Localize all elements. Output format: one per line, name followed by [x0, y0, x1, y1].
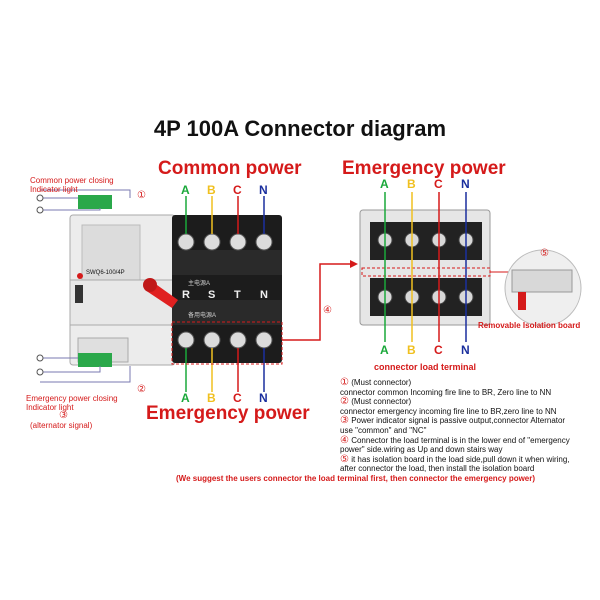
note-row: ② (Must connector)	[340, 396, 412, 408]
emergency-indicator-terminal	[78, 353, 112, 367]
phase-c-label-bottom: C	[233, 391, 242, 405]
footer-note: (We suggest the users connector the load…	[176, 474, 536, 483]
instruction-notes: ① (Must connector) connector common Inco…	[340, 378, 570, 474]
note-row: ① (Must connector)	[340, 377, 412, 388]
isolation-board-tab	[518, 292, 526, 310]
load-phase-a-top: A	[380, 177, 389, 191]
emergency-power-heading-left: Emergency power	[146, 403, 310, 424]
block-top-text: 主电源A	[188, 281, 211, 287]
phase-n-label-bottom: N	[259, 391, 268, 405]
note-row: ④ Connector the load terminal is in the …	[340, 434, 570, 446]
terminal-t-label: T	[234, 289, 241, 301]
marker-4: ④	[323, 305, 332, 316]
emergency-indicator-label-line2: Indicator light	[26, 403, 74, 412]
marker-5: ⑤	[540, 248, 549, 259]
diagram-title: 4P 100A Connector diagram	[153, 116, 447, 141]
phase-b-label-bottom: B	[207, 391, 216, 405]
common-indicator-label-line1: Common power closing	[30, 176, 114, 185]
load-phase-b-top: B	[407, 177, 416, 191]
handle-knob	[143, 278, 157, 292]
common-power-heading: Common power	[158, 158, 302, 179]
load-terminal-highlight	[171, 321, 283, 365]
common-indicator-label-line2: Indicator light	[30, 185, 78, 194]
isolation-board-part	[511, 269, 573, 293]
status-led	[77, 273, 83, 279]
note-row: use "common" and "NC"	[340, 425, 427, 435]
bottom-terminal-row	[172, 300, 282, 325]
switch-toggle	[75, 285, 83, 303]
phase-b-label-top: B	[207, 183, 216, 197]
note-row: power" side.wiring as Up and down stairs…	[340, 445, 503, 455]
marker-3: ③	[59, 410, 68, 421]
note-row: connector emergency incoming fire line t…	[340, 406, 557, 416]
indicator-wiring-common	[40, 189, 131, 211]
removable-board-label: Removable Isolation board	[478, 321, 581, 330]
marker-2: ②	[137, 384, 146, 395]
phase-n-label-top: N	[259, 183, 268, 197]
phase-a-label-bottom: A	[181, 391, 190, 405]
terminal-s-label: S	[208, 289, 216, 301]
load-phase-c-bottom: C	[434, 343, 443, 357]
alternator-signal-label: (alternator signal)	[30, 421, 93, 430]
load-phase-n-top: N	[461, 177, 470, 191]
load-phase-c-top: C	[434, 177, 443, 191]
bottom-screws	[177, 331, 273, 349]
indicator-lamps	[36, 194, 44, 376]
device-model-label: SWQ6-100/4P	[86, 270, 125, 276]
load-phase-b-bottom: B	[407, 343, 416, 357]
arrow-head	[350, 260, 358, 268]
phase-a-label-top: A	[181, 183, 190, 197]
marker-1: ①	[137, 190, 146, 201]
note-row: ③ Power indicator signal is passive outp…	[340, 415, 566, 427]
emergency-power-heading-right: Emergency power	[342, 158, 506, 179]
note-row: ⑤ it has isolation board in the load sid…	[340, 453, 570, 465]
connector-load-terminal-label: connector load terminal	[374, 362, 477, 372]
load-phase-n-bottom: N	[461, 343, 470, 357]
note-row: after connector the load, then install t…	[340, 464, 535, 474]
phase-c-label-top: C	[233, 183, 242, 197]
terminal-n-label: N	[260, 289, 268, 301]
terminal-r-label: R	[182, 289, 190, 301]
indicator-wiring-emergency	[40, 357, 131, 383]
emergency-indicator-label-line1: Emergency power closing	[26, 394, 118, 403]
common-indicator-terminal	[78, 195, 112, 209]
top-terminal-row	[172, 250, 282, 275]
note-row: connector common Incoming fire line to B…	[340, 387, 552, 397]
load-connection-line	[282, 263, 350, 341]
block-bottom-text: 备用电源A	[188, 313, 217, 319]
load-phase-a-bottom: A	[380, 343, 389, 357]
